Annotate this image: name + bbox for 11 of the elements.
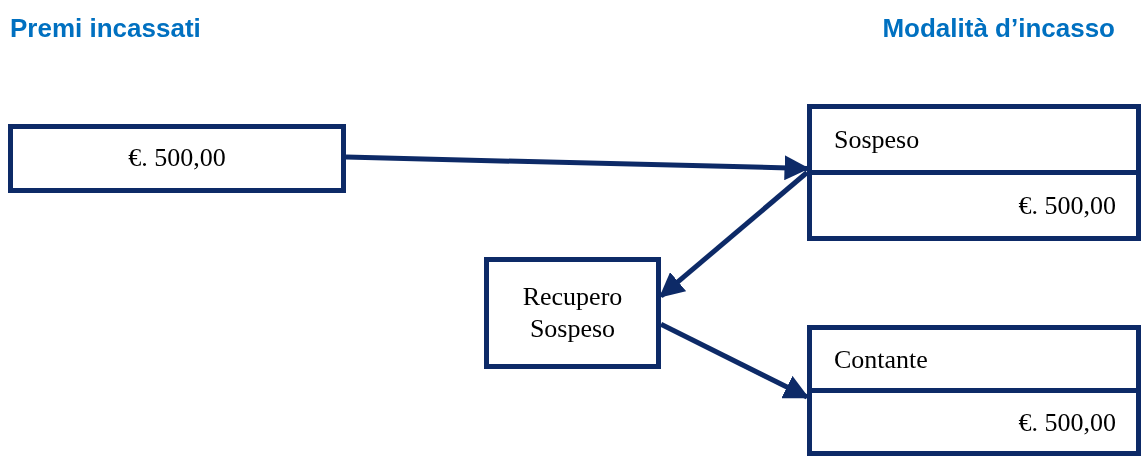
process-box: Recupero Sospeso bbox=[484, 257, 661, 369]
split-box bbox=[807, 104, 1141, 241]
split-box bbox=[807, 325, 1141, 456]
box-heading: Contante bbox=[812, 330, 1136, 393]
box-heading: Sospeso bbox=[812, 109, 1136, 175]
column-heading: Modalità d’incasso bbox=[882, 12, 1115, 45]
amount-text: €. 500,00 bbox=[1017, 406, 1117, 439]
column-heading: Premi incassati bbox=[10, 12, 201, 45]
arrow bbox=[659, 170, 809, 299]
process-box: €. 500,00 bbox=[8, 124, 346, 193]
amount-text: €. 500,00 bbox=[1017, 190, 1117, 222]
